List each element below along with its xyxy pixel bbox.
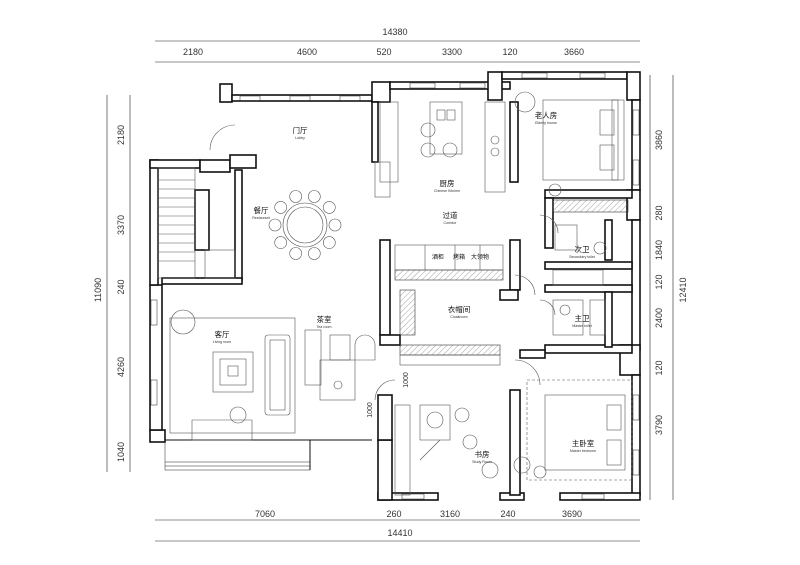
dim-top-total: 14380 [382,27,407,37]
cabinet-label-1: 酒柜 [432,253,444,261]
dining-chair [322,201,336,214]
room-cloak-en: Cloakroom [450,315,467,319]
room-lobby-en: Lobby [295,136,305,140]
dim-top-4: 3300 [442,47,462,57]
room-restaurant-en: Restaurant [252,216,270,220]
room-tea-cn: 茶室 [317,314,332,324]
dim-inner-1: 1000 [403,372,410,388]
dim-left-1: 2180 [116,125,126,145]
dim-bottom-4: 240 [500,509,515,519]
room-living-en: Living room [213,340,232,344]
dim-top-2: 4600 [297,47,317,57]
cabinet-label-3: 大领物 [471,253,489,261]
dim-bottom-2: 260 [386,509,401,519]
dining-chair [268,218,282,232]
room-cloak-cn: 衣帽间 [448,304,471,314]
dim-bottom-3: 3160 [440,509,460,519]
room-master-toilet-en: Master toilet [572,324,592,328]
dim-right-6: 120 [654,360,664,375]
dining-chair [322,236,336,249]
room-living-cn: 客厅 [215,329,230,339]
room-secondary-toilet-en: Secondary toilet [569,255,595,259]
room-tea-en: Tea room [317,325,332,329]
dim-top-5: 120 [502,47,517,57]
room-elderly-cn: 老人房 [535,110,558,120]
dim-right-1: 3860 [654,130,664,150]
doors [209,124,559,401]
dining-chair [274,201,288,214]
room-elderly-en: Elderly house [535,121,557,125]
room-master-bedroom-en: Master bedroom [570,449,596,453]
dining-chair [289,190,303,203]
dining-chair [328,218,342,232]
dim-inner-2: 1000 [367,402,374,418]
dining-chair [307,190,321,203]
dim-right-7: 3790 [654,415,664,435]
room-restaurant-cn: 餐厅 [254,206,269,215]
dim-left-total: 11090 [93,278,103,302]
dining-chair [274,236,288,249]
room-corridor-en: Corridor [444,221,458,225]
staircase [157,167,236,279]
dim-top-6: 3660 [564,47,584,57]
room-master-bedroom-cn: 主卧室 [572,438,595,448]
room-kitchen-en: Chinese Kitchen [434,189,460,193]
cabinet-label-2: 烤箱 [453,253,465,261]
room-kitchen-cn: 厨房 [440,178,455,188]
dim-top-3: 520 [376,47,391,57]
dim-right-3: 1840 [654,240,664,260]
dim-right-total: 12410 [678,277,688,302]
dim-left-5: 1040 [116,442,126,462]
dim-right-2: 280 [654,205,664,220]
room-study-cn: 书房 [475,449,490,459]
room-study-en: Study Room [472,460,492,464]
room-secondary-toilet-cn: 次卫 [575,244,590,254]
dim-bottom-1: 7060 [255,509,275,519]
dim-right-4: 120 [654,274,664,289]
dim-top-1: 2180 [183,47,203,57]
room-labels: 门厅 Lobby 厨房 Chinese Kitchen 老人房 Elderly … [213,110,596,464]
dim-left-3: 240 [116,279,126,294]
room-corridor-cn: 过道 [443,210,458,220]
dim-right-5: 2400 [654,308,664,328]
dim-left-4: 4260 [116,357,126,377]
dim-left-2: 3370 [116,215,126,235]
dining-chair [289,247,303,260]
furniture [169,91,633,496]
dim-bottom-total: 14410 [387,528,412,538]
room-lobby-cn: 门厅 [293,126,308,135]
dim-bottom-5: 3690 [562,509,582,519]
walls [149,71,641,501]
dining-chair [307,247,321,260]
room-master-toilet-cn: 主卫 [575,313,590,323]
dimensions: 14380 2180 4600 520 3300 120 3660 7060 2… [93,27,688,542]
